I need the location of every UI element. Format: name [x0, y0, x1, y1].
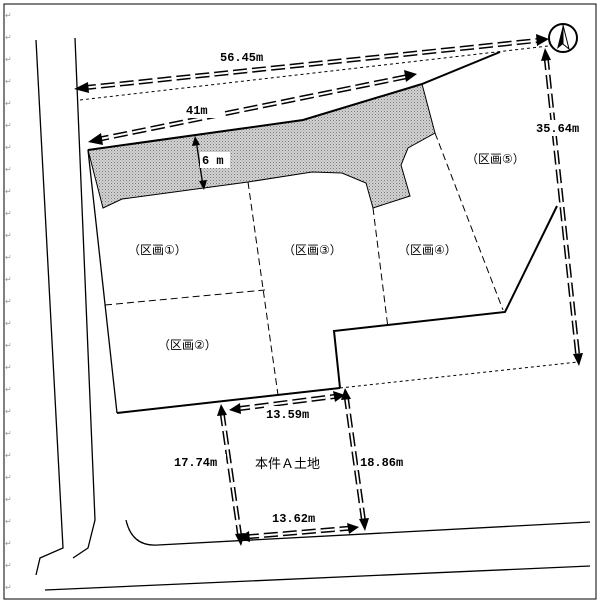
label-top-width: 56.45m	[220, 51, 263, 65]
arrow-head	[333, 391, 345, 402]
paragraph-mark: ↵	[5, 429, 12, 438]
paragraph-mark: ↵	[5, 11, 12, 20]
paragraph-mark: ↵	[5, 297, 12, 306]
arrow-head	[536, 34, 549, 46]
road-south-edge	[44, 565, 591, 591]
east-boundary	[332, 205, 558, 389]
divider-lot1-lot2	[104, 289, 266, 306]
dimension-lines	[74, 34, 583, 546]
divider-lot3-lot4	[372, 207, 389, 329]
arrow-head	[341, 388, 351, 400]
paragraph-mark: ↵	[5, 55, 12, 64]
dimension-labels: 56.45m 41m 6 m 35.64m 13.59m 17.74m 18.8…	[172, 49, 594, 526]
label-subject-left: 17.74m	[174, 456, 217, 470]
label-subject-bottom: 13.62m	[272, 512, 315, 526]
paragraph-mark: ↵	[5, 99, 12, 108]
label-subject-right: 18.86m	[360, 456, 403, 470]
paragraph-mark: ↵	[5, 451, 12, 460]
label-subject-top: 13.59m	[266, 408, 309, 422]
paragraph-mark: ↵	[5, 33, 12, 42]
paragraph-mark: ↵	[5, 561, 12, 570]
arrow-head	[347, 523, 359, 534]
arrow-head	[238, 531, 250, 542]
label-setback: 6 m	[202, 154, 224, 168]
paragraph-mark: ↵	[5, 319, 12, 328]
paragraph-mark: ↵	[5, 583, 12, 592]
paragraph-mark: ↵	[5, 473, 12, 482]
paragraph-mark: ↵	[5, 341, 12, 350]
development-outline	[79, 45, 579, 414]
property-line-north	[79, 45, 549, 101]
paragraph-mark: ↵	[5, 495, 12, 504]
subject-land-label: 本件Ａ土地	[255, 457, 320, 472]
subject-north-boundary	[116, 387, 341, 414]
arrow-head	[199, 180, 207, 190]
paragraph-mark: ↵	[5, 209, 12, 218]
divider-lot1-lot3	[247, 181, 279, 396]
lot-5-label: （区画⑤）	[466, 152, 525, 166]
paragraph-mark: ↵	[5, 231, 12, 240]
dim-line-setback	[195, 139, 204, 187]
paragraph-mark: ↵	[5, 517, 12, 526]
paragraph-mark: ↵	[5, 187, 12, 196]
outer-frame	[3, 3, 597, 600]
arrow-head	[88, 133, 103, 145]
paragraph-mark: ↵	[5, 363, 12, 372]
road-east-edge	[72, 37, 96, 559]
paragraph-mark: ↵	[5, 165, 12, 174]
property-line-east	[339, 361, 579, 389]
lot-4-label: （区画④）	[398, 243, 457, 257]
north-arrow-icon	[548, 23, 578, 53]
lot-dividers	[104, 132, 504, 396]
lot-3-label: （区画③）	[283, 243, 342, 257]
lot-2-label: （区画②）	[158, 338, 217, 352]
road-west-edge	[35, 39, 64, 576]
paragraph-mark: ↵	[5, 121, 12, 130]
arrow-head	[229, 403, 241, 414]
paragraph-mark: ↵	[5, 275, 12, 284]
paragraph-mark: ↵	[5, 253, 12, 262]
paragraph-mark: ↵	[5, 77, 12, 86]
arrow-head	[573, 353, 583, 366]
arrow-head	[541, 48, 551, 61]
arrow-head	[404, 70, 417, 82]
lot-1-label: （区画①）	[128, 243, 187, 257]
paragraph-mark: ↵	[5, 407, 12, 416]
paragraph-mark: ↵	[5, 385, 12, 394]
label-east-side: 35.64m	[536, 122, 579, 136]
divider-lot4-lot5	[434, 132, 504, 311]
arrow-head	[192, 136, 200, 146]
label-road-frontage: 41m	[186, 104, 208, 118]
lot-labels: （区画①） （区画②） （区画③） （区画④） （区画⑤） 本件Ａ土地	[128, 152, 525, 472]
arrow-head	[217, 404, 227, 416]
subject-west-boundary	[87, 149, 118, 414]
setback-area	[87, 83, 436, 209]
paragraph-mark: ↵	[5, 539, 12, 548]
road-frontage-line	[87, 51, 501, 151]
paragraph-marks: ↵ ↵ ↵ ↵ ↵ ↵ ↵ ↵ ↵ ↵ ↵ ↵ ↵ ↵ ↵ ↵ ↵ ↵ ↵ ↵ …	[5, 11, 12, 592]
roads	[35, 37, 591, 591]
road-south-curb	[125, 519, 591, 546]
paragraph-mark: ↵	[5, 143, 12, 152]
arrow-head	[74, 82, 89, 93]
arrow-head	[359, 518, 369, 531]
